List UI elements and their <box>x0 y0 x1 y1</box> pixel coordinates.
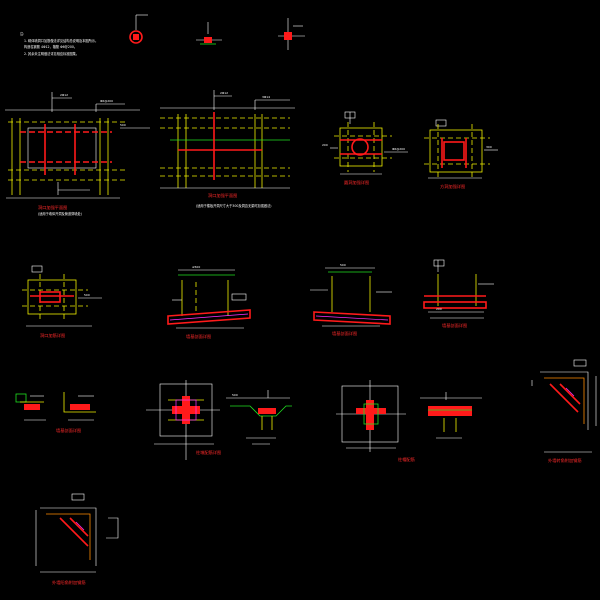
wall-section-d: 墙基剖面详图 <box>15 392 96 434</box>
corner-detail-title: 外墙转角附加钢筋 <box>548 457 582 464</box>
hole-detail-title: 洞口加筋详图 <box>40 332 65 339</box>
plan-mid-subtitle: (适用于楼板开洞尺寸大于300及洞边无梁时加强做法) <box>196 203 272 208</box>
section-b-title: 墙基剖面详图 <box>332 330 357 337</box>
column-pedestal-plan: 柱墩配筋详图 <box>146 380 221 460</box>
plan-left-subtitle: (适用于墙体开洞及管道穿墙处) <box>38 211 82 216</box>
section-d-title: 墙基剖面详图 <box>56 427 81 434</box>
section-b-dim: 500 <box>340 263 346 267</box>
notes-line-3: 2. 其余未注明做法详见相应标准图集。 <box>24 51 79 56</box>
plan-left-dim: 500 <box>120 123 126 127</box>
lintel-detail: 500 <box>226 390 292 445</box>
hole-reinforcing-detail: 500 洞口加筋详图 <box>22 265 102 339</box>
section-a-dim: ≥500 <box>192 265 200 269</box>
plan-view-middle: 2Φ12 3Φ14 洞口加强平面图 (适用于楼板开洞尺寸大于300及洞边无梁时加… <box>160 90 295 208</box>
notes-line-2: 构造柱钢筋 4Φ12，箍筋 Φ6@200。 <box>24 44 77 49</box>
section-a-title: 墙基剖面详图 <box>186 333 211 340</box>
rect-hole-detail: 300 方洞加强详图 <box>424 119 498 190</box>
plan-view-left: 2Φ12 Φ6@200 500 洞口加强平面图 (适用于墙体开洞及管道穿墙处) <box>5 92 150 216</box>
round-hole-title: 圆洞加强详图 <box>344 179 369 186</box>
plan-mid-bar-label-2: 3Φ14 <box>262 95 270 99</box>
column-plan-title: 柱墩配筋详图 <box>196 449 221 456</box>
rebar-symbol-round <box>129 14 148 44</box>
general-notes: 注: 1. 砌体墙洞口加筋做法详见结构总说明及本图所示。 构造柱钢筋 4Φ12，… <box>20 31 98 56</box>
round-hole-dim: 200 <box>322 143 328 147</box>
column-cap-title: 柱帽配筋 <box>398 456 415 463</box>
plan-left-title: 洞口加强平面图 <box>38 204 67 211</box>
rebar-symbol-hook <box>278 18 305 50</box>
lintel-dim: 500 <box>232 393 238 397</box>
notes-line-1: 1. 砌体墙洞口加筋做法详见结构总说明及本图所示。 <box>24 38 98 43</box>
hole-detail-dim: 500 <box>84 293 90 297</box>
plan-mid-title: 洞口加强平面图 <box>208 192 237 199</box>
plan-left-bar-label: 2Φ12 <box>60 93 68 97</box>
round-hole-detail: 200 Φ6@200 圆洞加强详图 <box>322 111 408 186</box>
wall-section-b: 500 墙基剖面详图 <box>310 263 392 337</box>
plan-mid-bar-label: 2Φ12 <box>220 91 228 95</box>
rect-hole-title: 方洞加强详图 <box>440 183 465 190</box>
section-c-dim: 200 <box>436 307 442 311</box>
wall-section-c: 200 墙基剖面详图 <box>423 259 494 329</box>
notes-heading: 注: <box>20 31 24 36</box>
round-hole-bar-label: Φ6@200 <box>392 147 405 151</box>
corner-rebar-detail-b: 外墙阳角附加钢筋 <box>35 493 119 586</box>
corner-rebar-detail: 外墙转角附加钢筋 <box>531 359 597 464</box>
section-c-title: 墙基剖面详图 <box>442 322 467 329</box>
wall-section-a: ≥500 墙基剖面详图 <box>167 265 251 340</box>
plan-left-bar-label-2: Φ6@200 <box>100 99 113 103</box>
rect-hole-dim: 300 <box>486 145 492 149</box>
rebar-symbol-straight <box>196 22 222 45</box>
column-cap-section <box>420 392 482 439</box>
corner-detail-b-title: 外墙阳角附加钢筋 <box>52 579 86 586</box>
column-cap-plan: 柱帽配筋 <box>336 380 415 463</box>
